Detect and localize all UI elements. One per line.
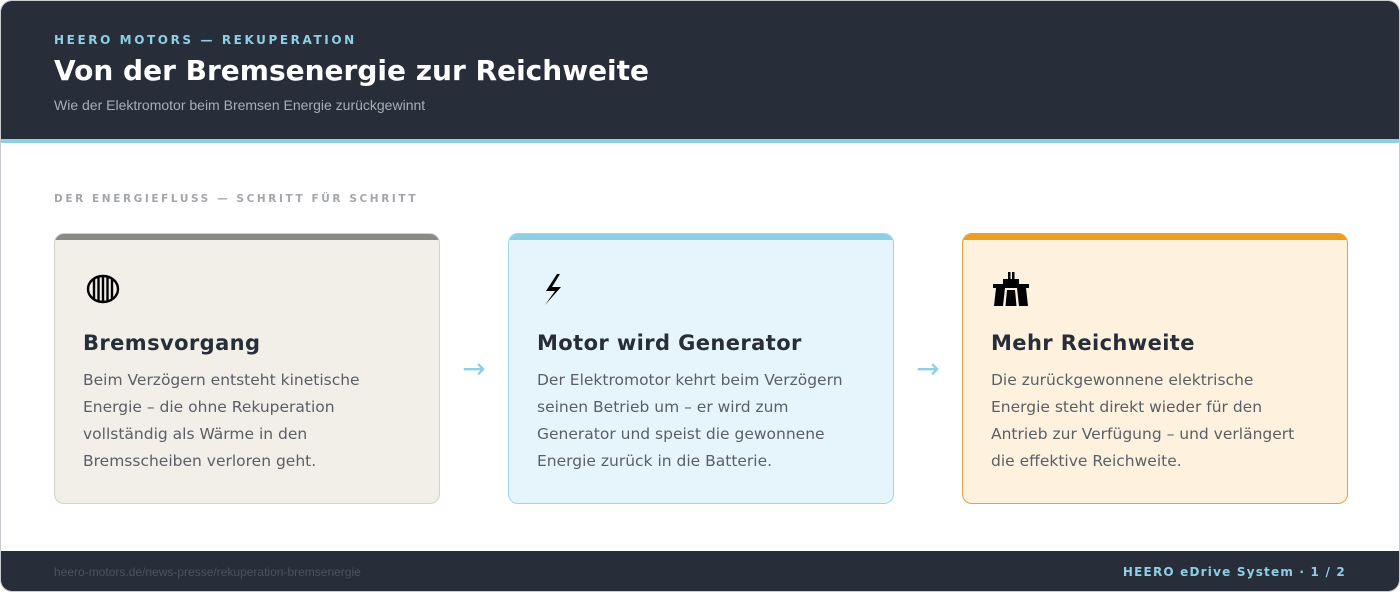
text-line: Energie – die ohne Rekuperation	[83, 398, 335, 416]
header: HEERO MOTORS — REKUPERATION Von der Brem…	[1, 1, 1399, 143]
motorway-icon	[991, 270, 1031, 310]
step-description: Der Elektromotor kehrt beim Verzögern se…	[537, 367, 877, 475]
lightning-icon	[537, 270, 577, 310]
step-title: Mehr Reichweite	[991, 331, 1195, 355]
step-description: Die zurückgewonnene elektrische Energie …	[991, 367, 1331, 475]
step-title: Motor wird Generator	[537, 331, 802, 355]
page-subtitle: Wie der Elektromotor beim Bremsen Energi…	[54, 97, 426, 113]
text-line: Bremsscheiben verloren geht.	[83, 452, 317, 470]
step-description: Beim Verzögern entsteht kinetische Energ…	[83, 367, 423, 475]
card-accent-bar	[963, 234, 1347, 240]
card-accent-bar	[55, 234, 439, 240]
text-line: vollständig als Wärme in den	[83, 425, 308, 443]
text-line: seinen Betrieb um – er wird zum	[537, 398, 789, 416]
text-line: Antrieb zur Verfügung – und verlängert	[991, 425, 1295, 443]
step-card-braking: Bremsvorgang Beim Verzögern entsteht kin…	[54, 233, 440, 504]
eyebrow: HEERO MOTORS — REKUPERATION	[54, 33, 357, 47]
page-title: Von der Bremsenergie zur Reichweite	[54, 54, 650, 87]
footer: heero-motors.de/news-presse/rekuperation…	[1, 551, 1399, 591]
text-line: Beim Verzögern entsteht kinetische	[83, 371, 360, 389]
footer-brand: HEERO eDrive System · 1 / 2	[1122, 565, 1346, 579]
footer-url: heero-motors.de/news-presse/rekuperation…	[54, 565, 361, 579]
text-line: Generator und speist die gewonnene	[537, 425, 825, 443]
brake-disc-icon	[83, 270, 123, 310]
text-line: Energie zurück in die Batterie.	[537, 452, 773, 470]
text-line: Energie steht direkt wieder für den	[991, 398, 1263, 416]
step-card-range: Mehr Reichweite Die zurückgewonnene elek…	[962, 233, 1348, 504]
text-line: die effektive Reichweite.	[991, 452, 1182, 470]
card-accent-bar	[509, 234, 893, 240]
text-line: Die zurückgewonnene elektrische	[991, 371, 1254, 389]
section-label: DER ENERGIEFLUSS — SCHRITT FÜR SCHRITT	[54, 193, 419, 205]
step-title: Bremsvorgang	[83, 331, 261, 355]
flow-arrow: →	[916, 352, 940, 385]
text-line: Der Elektromotor kehrt beim Verzögern	[537, 371, 843, 389]
step-card-generator: Motor wird Generator Der Elektromotor ke…	[508, 233, 894, 504]
flow-arrow: →	[462, 352, 486, 385]
